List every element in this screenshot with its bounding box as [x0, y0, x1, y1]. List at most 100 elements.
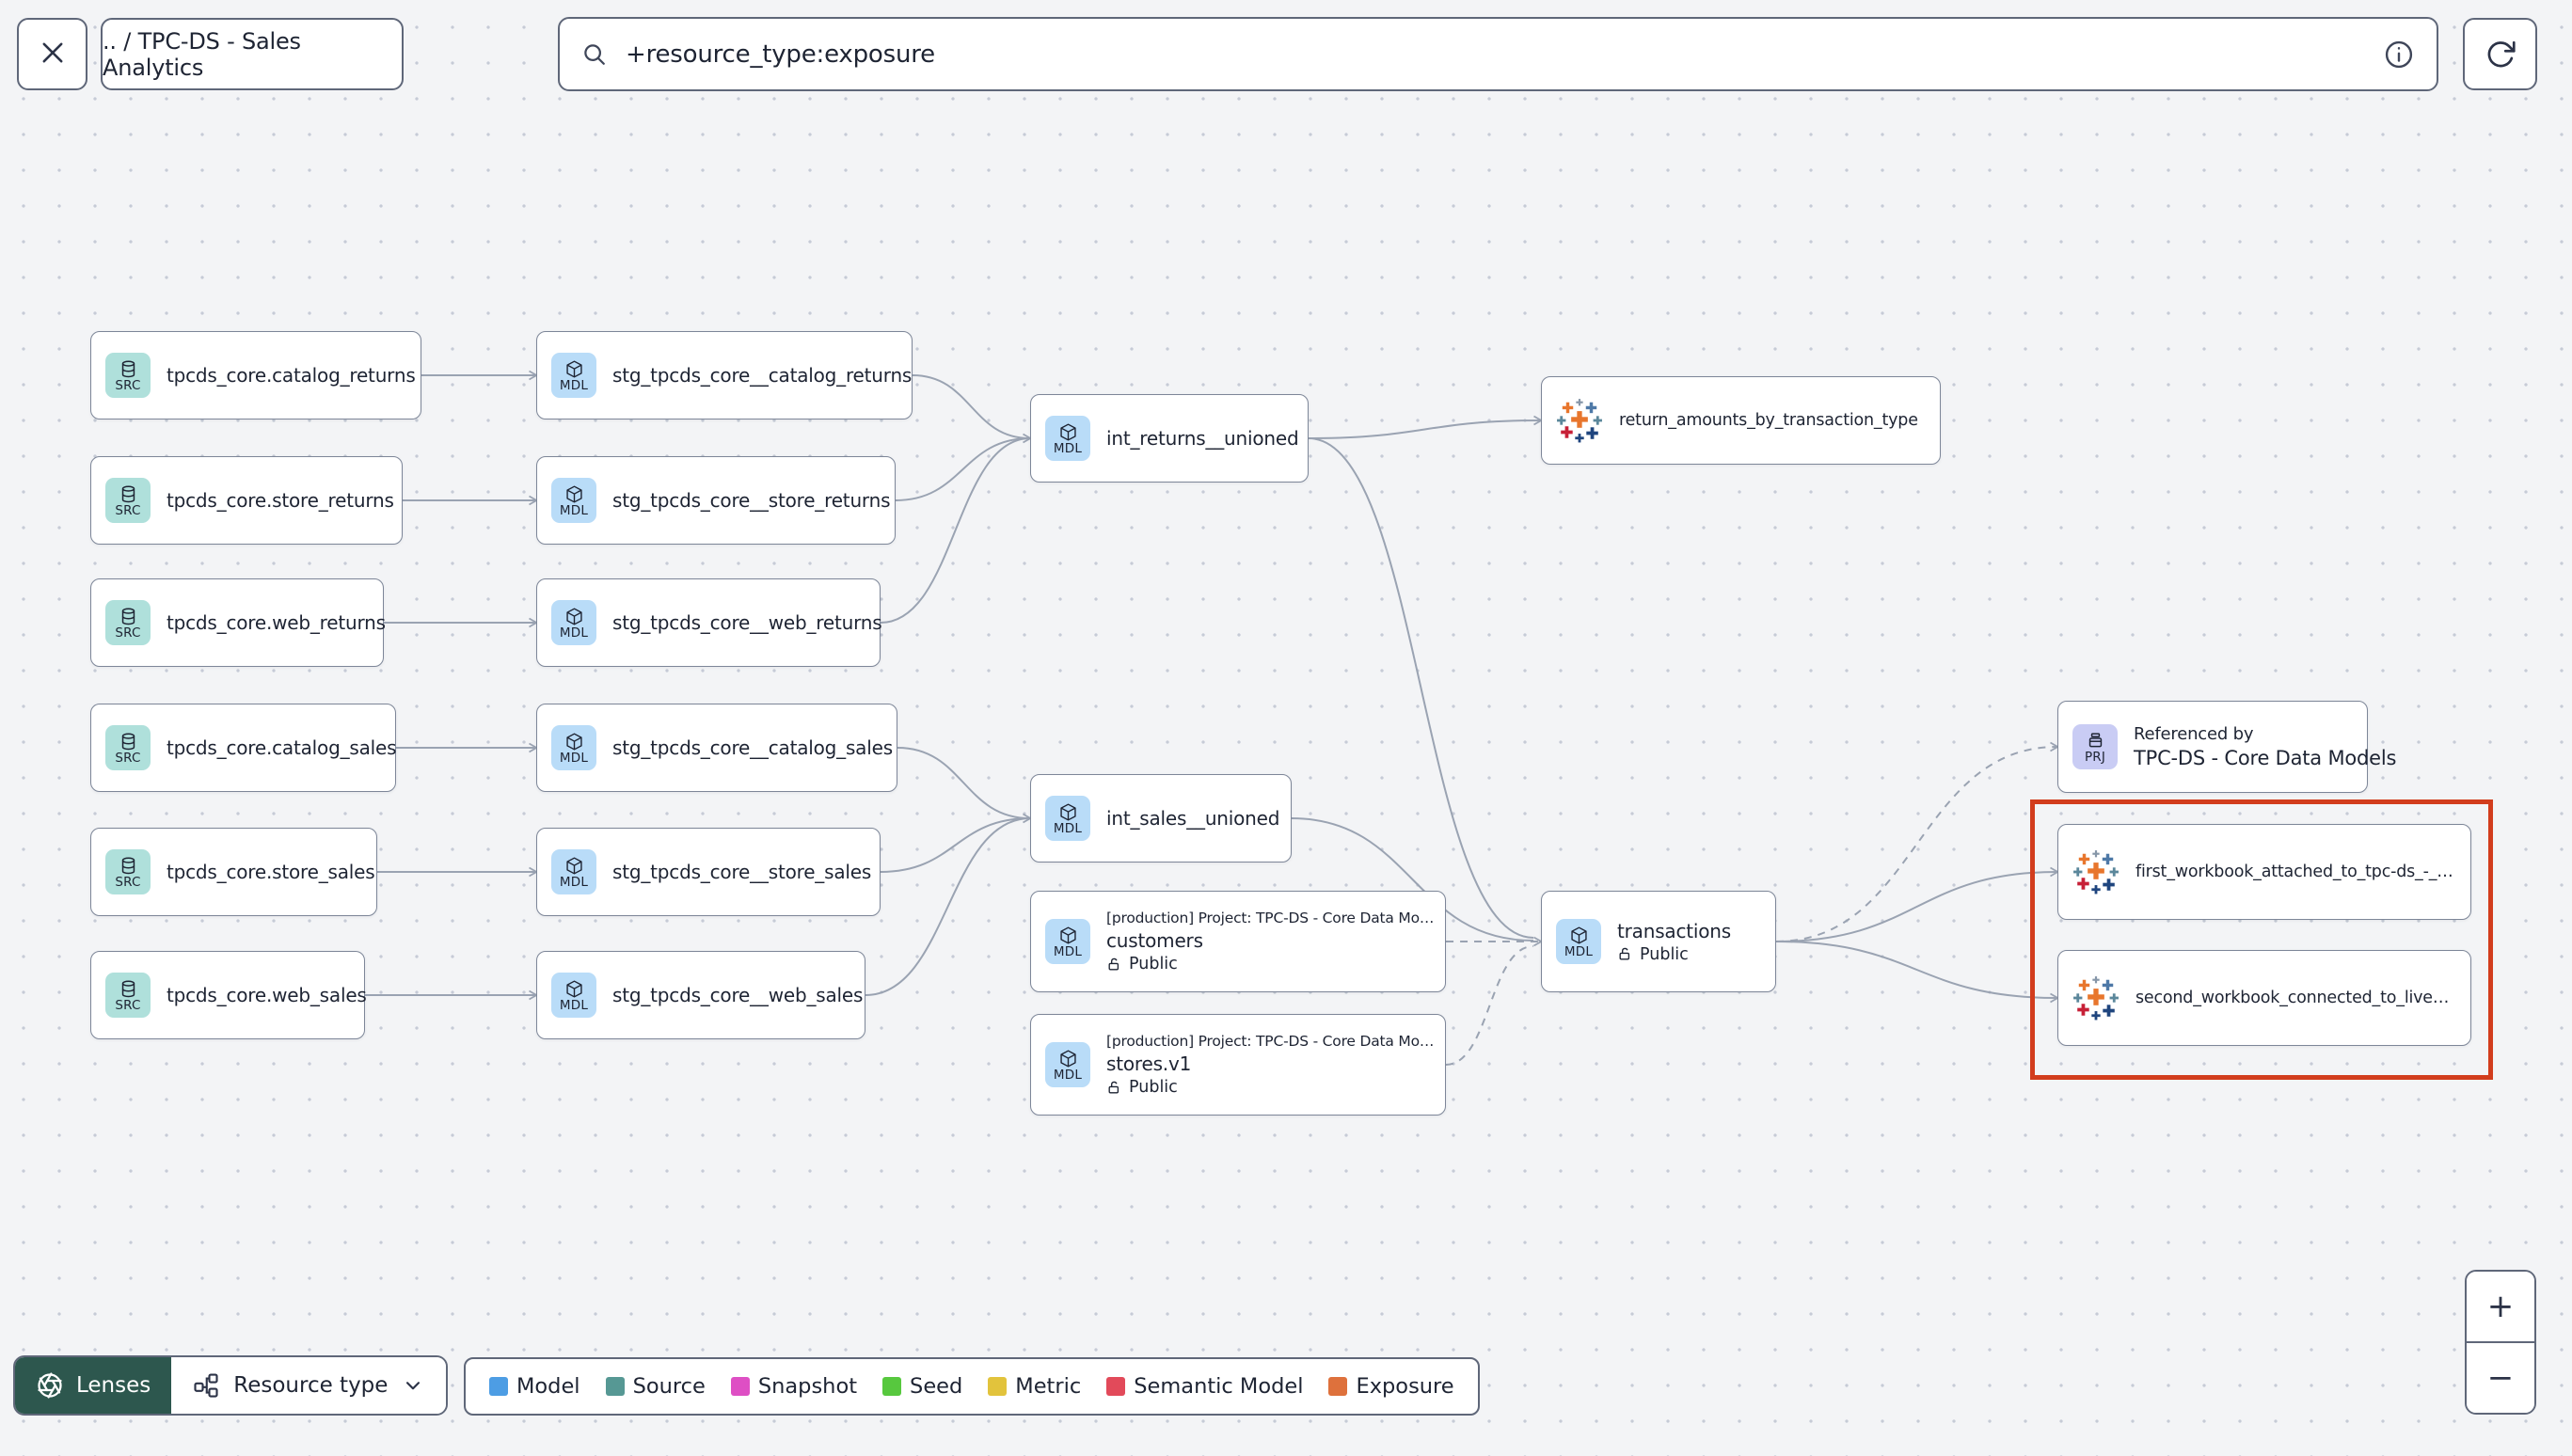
database-icon: SRC: [105, 725, 151, 770]
cube-icon: MDL: [1556, 919, 1601, 964]
cube-icon: MDL: [551, 725, 596, 770]
resource-type-icon: [192, 1371, 220, 1400]
node-body: stg_tpcds_core__store_returns: [612, 489, 891, 512]
node-body: stg_tpcds_core__web_returns: [612, 611, 882, 634]
database-icon: SRC: [105, 478, 151, 523]
node-label: tpcds_core.store_sales: [167, 861, 375, 883]
node-src_web_sales[interactable]: SRC tpcds_core.web_sales: [90, 951, 367, 1039]
close-button[interactable]: [17, 18, 87, 90]
node-stg_catalog_returns[interactable]: MDL stg_tpcds_core__catalog_returns: [536, 331, 913, 419]
node-stg_store_returns[interactable]: MDL stg_tpcds_core__store_returns: [536, 456, 896, 545]
node-label: first_workbook_attached_to_tpc-ds_-_…: [2135, 863, 2453, 881]
node-body: tpcds_core.catalog_returns: [167, 364, 416, 387]
node-src_store_sales[interactable]: SRC tpcds_core.store_sales: [90, 828, 377, 916]
info-icon[interactable]: [2382, 38, 2416, 71]
node-body: stg_tpcds_core__catalog_returns: [612, 364, 913, 387]
legend-label: Seed: [910, 1374, 963, 1399]
node-int_sales[interactable]: MDL int_sales__unioned: [1030, 774, 1292, 863]
node-second_workbook[interactable]: second_workbook_connected_to_live…: [2057, 950, 2471, 1046]
node-stg_web_sales[interactable]: MDL stg_tpcds_core__web_sales: [536, 951, 865, 1039]
node-label: stg_tpcds_core__store_sales: [612, 861, 872, 883]
node-label: stg_tpcds_core__catalog_returns: [612, 364, 913, 387]
node-label: tpcds_core.catalog_returns: [167, 364, 416, 387]
node-src_store_returns[interactable]: SRC tpcds_core.store_returns: [90, 456, 403, 545]
tableau-icon: [1556, 397, 1603, 444]
zoom-in-button[interactable]: +: [2467, 1272, 2534, 1341]
node-label: int_sales__unioned: [1106, 807, 1280, 830]
node-first_workbook[interactable]: first_workbook_attached_to_tpc-ds_-_…: [2057, 824, 2471, 920]
node-body: int_returns__unioned: [1106, 427, 1299, 450]
database-icon: SRC: [105, 849, 151, 894]
access-badge: Public: [1106, 1078, 1431, 1097]
search-input[interactable]: [624, 39, 2416, 70]
node-stores[interactable]: MDL [production] Project: TPC-DS - Core D…: [1030, 1014, 1446, 1116]
node-sublabel: Referenced by: [2134, 724, 2254, 744]
database-icon: SRC: [105, 353, 151, 398]
refresh-button[interactable]: [2463, 18, 2537, 90]
cube-icon: MDL: [1045, 1042, 1090, 1087]
cube-icon: MDL: [1045, 796, 1090, 841]
node-return_amounts[interactable]: return_amounts_by_transaction_type: [1541, 376, 1941, 465]
legend-item-semantic-model: Semantic Model: [1106, 1374, 1303, 1399]
node-stg_web_returns[interactable]: MDL stg_tpcds_core__web_returns: [536, 578, 882, 667]
node-label: stg_tpcds_core__store_returns: [612, 489, 891, 512]
breadcrumb-label: .. / TPC-DS - Sales Analytics: [103, 27, 301, 81]
node-label: customers: [1106, 929, 1203, 952]
node-body: stg_tpcds_core__catalog_sales: [612, 736, 893, 759]
search-icon: [580, 40, 609, 69]
node-label: tpcds_core.store_returns: [167, 489, 394, 512]
lenses-control: Lenses Resource type: [13, 1355, 449, 1416]
cube-icon: MDL: [551, 478, 596, 523]
node-sublabel: [production] Project: TPC-DS - Core Data…: [1106, 910, 1435, 926]
lenses-label: Lenses: [76, 1373, 151, 1398]
legend-swatch: [730, 1377, 750, 1396]
node-customers[interactable]: MDL [production] Project: TPC-DS - Core D…: [1030, 891, 1446, 992]
node-sublabel: [production] Project: TPC-DS - Core Data…: [1106, 1033, 1435, 1050]
legend-swatch: [489, 1377, 508, 1396]
node-body: tpcds_core.web_returns: [167, 611, 386, 634]
legend-swatch: [882, 1377, 902, 1396]
node-body: [production] Project: TPC-DS - Core Data…: [1106, 1033, 1435, 1097]
cube-icon: MDL: [1045, 919, 1090, 964]
node-label: second_workbook_connected_to_live…: [2135, 989, 2450, 1007]
legend-swatch: [1106, 1377, 1126, 1396]
breadcrumb[interactable]: .. / TPC-DS - Sales Analytics: [101, 18, 404, 90]
access-badge: Public: [1106, 955, 1431, 973]
archive-icon: PRJ: [2072, 724, 2118, 769]
lock-open-icon: [1106, 1080, 1122, 1096]
node-src_catalog_returns[interactable]: SRC tpcds_core.catalog_returns: [90, 331, 421, 419]
lenses-button[interactable]: Lenses: [15, 1357, 172, 1414]
aperture-icon: [36, 1371, 64, 1400]
resource-type-label: Resource type: [233, 1373, 389, 1398]
legend-item-seed: Seed: [882, 1374, 962, 1399]
node-body: return_amounts_by_transaction_type: [1619, 411, 1918, 430]
resource-type-dropdown[interactable]: Resource type: [171, 1357, 447, 1414]
node-label: stores.v1: [1106, 1052, 1192, 1075]
tableau-icon: [2072, 848, 2120, 895]
node-label: tpcds_core.web_returns: [167, 611, 386, 634]
cube-icon: MDL: [551, 600, 596, 645]
legend-label: Exposure: [1356, 1374, 1454, 1399]
legend-item-metric: Metric: [988, 1374, 1081, 1399]
node-label: stg_tpcds_core__web_returns: [612, 611, 882, 634]
legend-label: Metric: [1015, 1374, 1082, 1399]
close-icon: [37, 37, 69, 72]
zoom-out-button[interactable]: −: [2467, 1341, 2534, 1413]
cube-icon: MDL: [551, 973, 596, 1018]
legend-item-exposure: Exposure: [1328, 1374, 1454, 1399]
node-stg_catalog_sales[interactable]: MDL stg_tpcds_core__catalog_sales: [536, 704, 897, 792]
node-label: tpcds_core.web_sales: [167, 984, 367, 1006]
database-icon: SRC: [105, 973, 151, 1018]
node-body: stg_tpcds_core__web_sales: [612, 984, 863, 1006]
node-label: return_amounts_by_transaction_type: [1619, 411, 1918, 430]
cube-icon: MDL: [551, 353, 596, 398]
